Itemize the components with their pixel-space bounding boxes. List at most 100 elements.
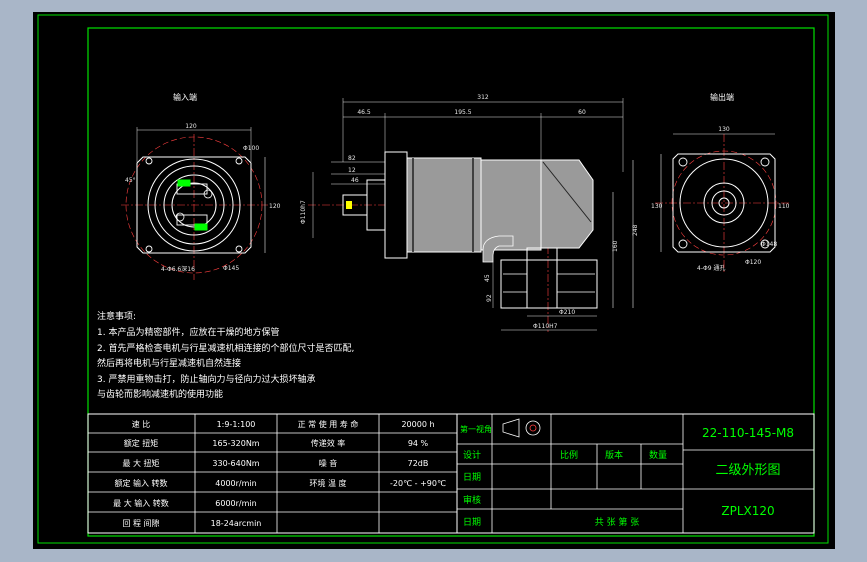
- input-width-dim: 120: [185, 123, 197, 130]
- notes-block: 注意事项: 1. 本产品为精密部件，应放在干燥的地方保管 2. 首先严格检查电机…: [97, 310, 354, 400]
- spec-label: 传递效 率: [311, 438, 346, 448]
- spec-value: 330-640Nm: [212, 459, 259, 468]
- dim-46: 46: [351, 177, 359, 184]
- projection-symbol: [502, 418, 520, 438]
- date-label: 日期: [463, 472, 481, 483]
- output-housing: [500, 259, 598, 309]
- spec-value: 165-320Nm: [212, 439, 259, 448]
- note-line: 2. 首先严格检查电机与行星减速机相连接的个部位尺寸是否匹配,: [97, 342, 354, 354]
- model-number: ZPLX120: [721, 504, 774, 518]
- square-flange: [136, 156, 252, 254]
- flange-circle: [711, 190, 737, 216]
- clamp-slot: [176, 183, 208, 195]
- scale-label: 比例: [560, 449, 578, 461]
- spec-label: 额定 输入 转数: [114, 478, 167, 488]
- shaft-key: [346, 201, 352, 209]
- bolt-hole: [678, 239, 688, 249]
- side-view: 312 46.5 195.5 60 82 12 46 Φ110h7: [300, 94, 639, 332]
- output-diam-148: Φ148: [761, 241, 777, 248]
- input-angle: 45°: [125, 177, 136, 184]
- cad-viewport[interactable]: 输入端 输出端 120 120 Φ100 45° 4-Φ6.6: [33, 12, 835, 549]
- output-holes: 4-Φ9 通孔: [697, 264, 725, 272]
- bolt-hole: [760, 157, 770, 167]
- spec-label: 环境 温 度: [309, 478, 346, 488]
- screw-circle: [203, 189, 213, 199]
- note-line: 与齿轮而影响减速机的使用功能: [97, 388, 223, 400]
- output-dim-110: 110: [778, 203, 790, 210]
- design-label: 设计: [463, 449, 481, 461]
- d-45: 45: [484, 274, 491, 282]
- note-line: 1. 本产品为精密部件，应放在干燥的地方保管: [97, 326, 279, 338]
- version-label: 版本: [605, 449, 623, 461]
- flange-circle: [718, 197, 730, 209]
- mid-seg: 195.5: [454, 109, 471, 116]
- output-height-dim: 130: [651, 203, 663, 210]
- spec-label: 额定 扭矩: [124, 438, 159, 448]
- spec-label: 速 比: [132, 419, 151, 429]
- spec-value: 1:9-1:100: [217, 420, 256, 429]
- base-dia: Φ210: [559, 309, 575, 316]
- left-seg: 46.5: [357, 109, 371, 116]
- projection-label: 第一视角: [460, 424, 492, 434]
- outer-frame: [37, 14, 829, 544]
- input-height-dim: 120: [269, 203, 281, 210]
- part-number: 22-110-145-M8: [702, 426, 794, 440]
- flange-circle: [163, 174, 225, 236]
- spec-label: 正 常 使 用 寿 命: [298, 419, 359, 429]
- height-248: 248: [632, 224, 639, 236]
- review-label: 审核: [463, 494, 481, 506]
- input-holes: 4-Φ6.6深16: [161, 265, 195, 273]
- input-end-label: 输入端: [173, 92, 197, 102]
- flange-circle: [703, 182, 745, 224]
- bolt-hole: [235, 245, 243, 253]
- bolt-circle-dashed: [125, 136, 263, 274]
- base-bore: Φ110H7: [533, 323, 558, 330]
- height-160: 160: [612, 240, 619, 252]
- spec-value: 6000r/min: [215, 499, 256, 508]
- projection-symbol: [525, 420, 541, 436]
- dim-12: 12: [348, 167, 356, 174]
- output-end-label: 输出端: [710, 92, 734, 102]
- dim-82: 82: [348, 155, 356, 162]
- drawing-title: 二级外形图: [715, 463, 780, 478]
- output-diam-120: Φ120: [745, 259, 761, 266]
- input-diam-top: Φ100: [243, 145, 259, 152]
- cad-drawing: 输入端 输出端 120 120 Φ100 45° 4-Φ6.6: [37, 14, 829, 544]
- note-line: 3. 严禁用重物击打，防止轴向力与径向力过大损坏轴承: [97, 373, 315, 385]
- spec-value: 94 %: [408, 439, 429, 448]
- quantity-label: 数量: [649, 449, 667, 461]
- flange-circle: [679, 158, 769, 248]
- inner-frame: [87, 27, 815, 537]
- output-hub: [526, 247, 558, 309]
- title-block: 第一视角 设计 日期 审核 日期 比例 版本 数量 共 张 第 张 22-110…: [456, 413, 815, 534]
- bolt-circle-dashed: [671, 150, 777, 256]
- spec-label: 回 程 间隙: [122, 518, 159, 528]
- key-feature: [194, 223, 208, 231]
- right-angle-nose: [540, 159, 594, 249]
- spec-table: 速 比 1:9-1:100 正 常 使 用 寿 命 20000 h 额定 扭矩 …: [87, 413, 458, 534]
- square-flange: [672, 153, 776, 253]
- sheet-label: 共 张 第 张: [595, 516, 640, 528]
- note-line: 然后再将电机与行星减速机自然连接: [97, 357, 241, 369]
- elbow: [482, 235, 514, 263]
- note-line: 注意事项:: [97, 310, 136, 322]
- overall-length: 312: [477, 94, 489, 101]
- output-end-view: 130 130 110 Φ148 4-Φ9 通孔 Φ120: [651, 126, 791, 274]
- bolt-hole: [145, 245, 153, 253]
- right-seg: 60: [578, 109, 586, 116]
- bolt-hole: [678, 157, 688, 167]
- flange-circle: [171, 182, 217, 228]
- stage-body: [406, 157, 482, 253]
- spec-value: 20000 h: [401, 420, 434, 429]
- spec-label: 最 大 输入 转数: [113, 498, 169, 508]
- projection-symbol: [529, 424, 537, 432]
- spec-label: 最 大 扭矩: [122, 458, 159, 468]
- spec-value: 4000r/min: [215, 479, 256, 488]
- stage-two-housing: [480, 159, 542, 251]
- spec-label: 噪 音: [319, 458, 338, 468]
- flange-circle: [147, 158, 241, 252]
- nose-line: [542, 161, 592, 223]
- shaft-dia: Φ110h7: [300, 200, 307, 224]
- output-width-dim: 130: [718, 126, 730, 133]
- bolt-hole: [760, 239, 770, 249]
